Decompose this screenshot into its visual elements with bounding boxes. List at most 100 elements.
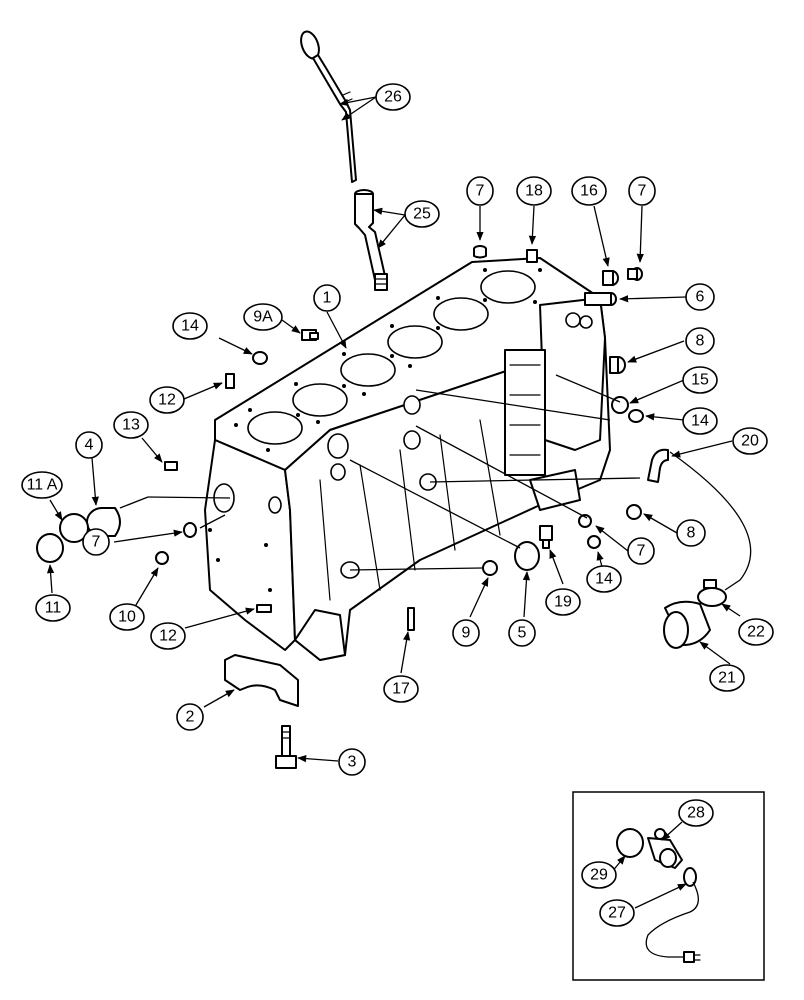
svg-text:14: 14 — [595, 571, 613, 588]
elbow-20 — [647, 448, 669, 483]
svg-text:29: 29 — [590, 867, 608, 884]
svg-text:12: 12 — [159, 628, 177, 645]
callout-27: 27 — [599, 899, 635, 927]
callout-7-lower: 7 — [627, 537, 655, 565]
cover-11 — [36, 533, 64, 563]
leader-lines — [46, 96, 752, 763]
bearing-cap-2 — [224, 654, 299, 707]
svg-text:7: 7 — [638, 183, 647, 200]
svg-text:1: 1 — [323, 290, 332, 307]
callout-7-top: 7 — [466, 176, 494, 206]
callout-17: 17 — [383, 675, 419, 703]
callout-11a: 11 A — [21, 471, 63, 499]
svg-text:18: 18 — [525, 183, 543, 200]
callout-5: 5 — [508, 619, 536, 647]
callout-9: 9 — [452, 619, 480, 647]
o-ring-11a — [59, 513, 89, 543]
callout-15: 15 — [682, 366, 718, 394]
callout-7-front: 7 — [82, 528, 110, 556]
svg-text:5: 5 — [518, 625, 527, 642]
callout-14-right: 14 — [682, 407, 718, 435]
callout-21: 21 — [709, 664, 745, 692]
dowel-12-upper — [225, 373, 235, 389]
svg-text:9: 9 — [462, 625, 471, 642]
svg-text:10: 10 — [118, 609, 136, 626]
svg-text:14: 14 — [181, 318, 199, 335]
svg-text:7: 7 — [637, 543, 646, 560]
callout-29: 29 — [581, 861, 617, 889]
svg-text:4: 4 — [85, 437, 94, 454]
plug-9 — [482, 560, 498, 576]
callout-1: 1 — [313, 284, 341, 312]
plug-10 — [155, 551, 169, 565]
sleeve-6 — [584, 292, 617, 306]
callout-3: 3 — [338, 748, 366, 776]
clamp-22 — [697, 579, 727, 607]
callout-12-lower: 12 — [150, 622, 186, 650]
callout-20: 20 — [732, 427, 768, 455]
callout-8-lower: 8 — [676, 519, 706, 547]
cord-27 — [645, 881, 699, 958]
callout-14-upper: 14 — [172, 312, 208, 340]
callout-18: 18 — [516, 176, 552, 206]
svg-text:19: 19 — [554, 594, 572, 611]
svg-text:9A: 9A — [253, 309, 273, 326]
pin-17 — [407, 607, 415, 631]
svg-text:8: 8 — [696, 333, 705, 350]
inset-frame — [572, 791, 765, 981]
callout-10: 10 — [109, 603, 145, 631]
plug-7-lower — [578, 514, 592, 528]
plug-8-upper — [609, 356, 626, 374]
bolt-3 — [275, 725, 297, 769]
callout-4: 4 — [75, 431, 103, 459]
callout-2: 2 — [176, 703, 204, 731]
svg-text:22: 22 — [747, 624, 765, 641]
svg-text:14: 14 — [691, 413, 709, 430]
seal-5 — [514, 541, 540, 571]
plug-14-right — [628, 409, 644, 423]
svg-text:26: 26 — [384, 89, 402, 106]
svg-text:13: 13 — [122, 417, 140, 434]
plug-14-upper — [252, 351, 268, 365]
dowel-18 — [526, 249, 538, 263]
callout-8-upper: 8 — [685, 327, 715, 355]
plug-7-right — [627, 267, 643, 281]
callout-12-upper: 12 — [149, 386, 185, 414]
callout-6: 6 — [685, 283, 715, 311]
inset-heater: 28 29 27 — [572, 791, 765, 981]
svg-text:21: 21 — [718, 670, 736, 687]
svg-text:8: 8 — [687, 525, 696, 542]
svg-text:27: 27 — [608, 905, 626, 922]
callout-14-lower: 14 — [586, 565, 622, 593]
callout-7-right: 7 — [628, 176, 656, 206]
fitting-9a — [301, 329, 319, 341]
plug-7-top — [473, 245, 487, 259]
callout-16: 16 — [571, 176, 607, 206]
callout-25: 25 — [404, 200, 440, 228]
svg-text:28: 28 — [687, 805, 705, 822]
callout-26: 26 — [375, 83, 411, 111]
callout-19: 19 — [545, 588, 581, 616]
plug-8-lower — [626, 504, 642, 520]
plug-7-front — [183, 522, 197, 538]
callout-13: 13 — [113, 411, 149, 439]
callout-22: 22 — [738, 618, 774, 646]
dowel-12-lower — [256, 604, 272, 613]
svg-text:6: 6 — [696, 289, 705, 306]
svg-text:3: 3 — [348, 754, 357, 771]
callout-9a: 9A — [243, 303, 283, 331]
callout-28: 28 — [678, 799, 714, 827]
svg-text:25: 25 — [413, 206, 431, 223]
svg-text:11: 11 — [45, 600, 62, 617]
fitting-19 — [539, 525, 553, 549]
plug-14-lower — [587, 535, 601, 549]
screw-13 — [164, 461, 178, 471]
svg-text:7: 7 — [92, 534, 101, 551]
hose-21 — [663, 600, 711, 649]
plug-16 — [602, 270, 619, 286]
o-ring-29 — [616, 828, 644, 858]
svg-text:15: 15 — [691, 372, 709, 389]
svg-text:2: 2 — [186, 709, 195, 726]
svg-text:17: 17 — [392, 681, 410, 698]
